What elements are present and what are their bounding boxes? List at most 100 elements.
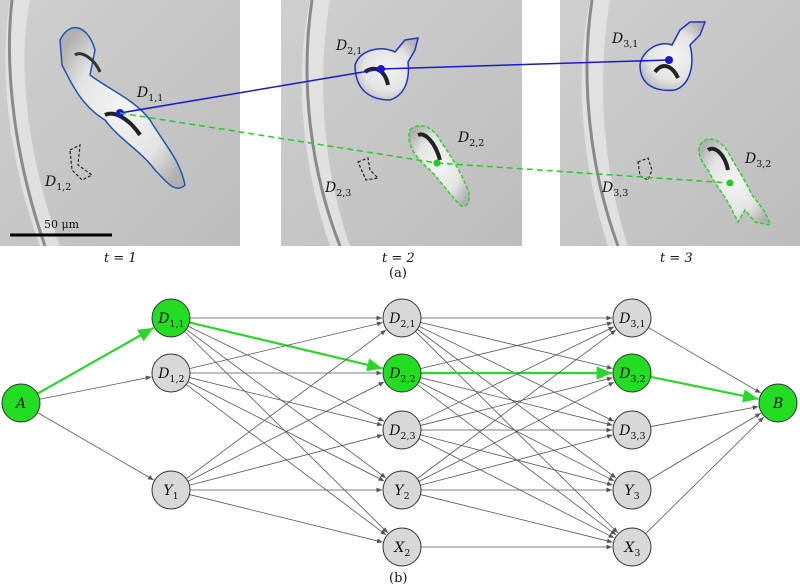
cell-label-d21: D2,1 xyxy=(335,38,362,57)
edge-d33-b xyxy=(650,405,759,427)
node-y1: Y1 xyxy=(151,470,191,510)
node-x2: X2 xyxy=(382,527,422,567)
node-label: D1,1 xyxy=(157,311,184,330)
node-d21: D2,1 xyxy=(382,298,422,338)
panel-t2: D2,1 D2,2 D2,3 t = 2 xyxy=(281,0,522,266)
caption-b: (b) xyxy=(389,571,407,586)
track-point-d22 xyxy=(433,159,441,167)
node-x3: X3 xyxy=(612,527,652,567)
caption-a: (a) xyxy=(389,266,407,281)
node-circle xyxy=(612,353,652,393)
edge-y1-d21 xyxy=(186,329,387,479)
node-label: B xyxy=(772,396,783,412)
node-circle xyxy=(382,410,422,450)
tracks xyxy=(116,56,734,187)
node-label: A xyxy=(14,396,26,412)
node-d31: D3,1 xyxy=(612,298,652,338)
edge-d11-d23 xyxy=(187,325,385,422)
edge-y2-d32 xyxy=(418,381,615,482)
cell-label-d23: D2,3 xyxy=(324,180,351,199)
node-label: D1,2 xyxy=(157,366,184,385)
edge-d32-b xyxy=(650,375,759,403)
node-label: D2,3 xyxy=(388,423,415,442)
node-circle xyxy=(612,527,652,567)
node-d12: D1,2 xyxy=(151,353,191,393)
edge-y1-d23 xyxy=(189,434,383,486)
node-circle xyxy=(382,470,422,510)
node-label: D2,2 xyxy=(388,366,415,385)
edge-y2-d33 xyxy=(420,434,613,486)
track-point-d21 xyxy=(377,65,385,73)
node-label: Y3 xyxy=(624,483,639,502)
node-circle xyxy=(612,410,652,450)
edge-x3-b xyxy=(645,416,765,534)
edge-y2-d31 xyxy=(416,329,617,479)
edge-d11-y2 xyxy=(186,329,387,479)
panel-t1: 50 μm D1,1 D1,2 t = 1 xyxy=(0,0,240,266)
node-label: D2,1 xyxy=(388,311,415,330)
node-d33: D3,3 xyxy=(612,410,652,450)
edge-d31-b xyxy=(648,327,761,394)
track-point-d32 xyxy=(726,179,734,187)
node-label: X2 xyxy=(393,540,410,559)
track-point-d31 xyxy=(665,56,673,64)
edge-d23-x3 xyxy=(418,438,615,539)
edge-d12-y2 xyxy=(187,381,385,482)
node-d11: D1,1 xyxy=(151,298,191,338)
edge-d11-x2 xyxy=(184,331,389,534)
edge-y3-b xyxy=(648,412,762,481)
node-circle xyxy=(1,383,41,423)
graph-edges xyxy=(36,315,765,550)
node-circle xyxy=(758,383,798,423)
track-green xyxy=(119,112,438,164)
track-blue xyxy=(119,68,382,114)
edge-y1-x2 xyxy=(189,494,383,544)
edge-y2-x3 xyxy=(420,494,613,544)
node-label: Y2 xyxy=(394,483,409,502)
node-circle xyxy=(382,298,422,338)
edge-d12-d21 xyxy=(189,321,383,369)
node-b: B xyxy=(758,383,798,423)
node-circle xyxy=(612,298,652,338)
track-green-2 xyxy=(436,162,731,184)
node-label: Y1 xyxy=(163,483,178,502)
node-circle xyxy=(382,353,422,393)
node-label: D3,2 xyxy=(618,366,645,385)
edge-d12-d23 xyxy=(189,377,383,427)
node-circle xyxy=(382,527,422,567)
edge-d21-y3 xyxy=(416,329,617,479)
node-circle xyxy=(151,470,191,510)
edge-a-d11 xyxy=(36,326,155,395)
time-label-t3: t = 3 xyxy=(660,251,693,266)
edge-d22-y3 xyxy=(418,381,615,482)
node-label: X3 xyxy=(623,540,640,559)
cell-label-d22: D2,2 xyxy=(457,130,484,149)
node-y3: Y3 xyxy=(612,470,652,510)
node-label: D3,1 xyxy=(618,311,645,330)
node-d22: D2,2 xyxy=(382,353,422,393)
node-label: D3,3 xyxy=(618,423,645,442)
time-label-t1: t = 1 xyxy=(104,251,137,266)
node-y2: Y2 xyxy=(382,470,422,510)
edge-d21-x3 xyxy=(415,331,619,534)
edge-y1-d22 xyxy=(187,381,385,482)
time-label-t2: t = 2 xyxy=(382,251,415,266)
cell-label-d12: D1,2 xyxy=(44,174,71,193)
edge-d23-d31 xyxy=(418,326,615,423)
node-circle xyxy=(612,470,652,510)
node-a: A xyxy=(1,383,41,423)
cell-label-d31: D3,1 xyxy=(611,31,638,50)
cell-label-d33: D3,3 xyxy=(601,180,628,199)
track-blue-2 xyxy=(380,59,670,70)
cell-label-d32: D3,2 xyxy=(744,151,771,170)
scale-label: 50 μm xyxy=(44,218,80,231)
edge-d22-d31 xyxy=(420,321,613,369)
node-circle xyxy=(151,353,191,393)
edge-a-d12 xyxy=(39,375,152,400)
node-d32: D3,2 xyxy=(612,353,652,393)
edge-a-y1 xyxy=(37,412,154,481)
node-circle xyxy=(151,298,191,338)
panel-t3: D3,1 D3,2 D3,3 t = 3 xyxy=(560,0,800,266)
